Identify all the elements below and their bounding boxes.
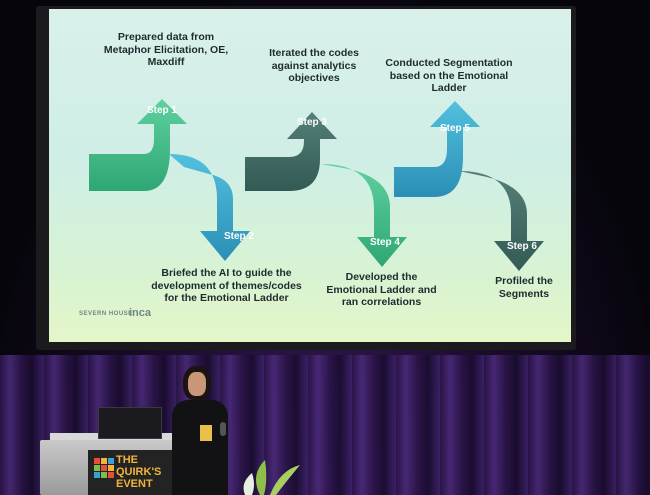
step5-caption-line: based on the Emotional (389, 69, 509, 82)
step1-caption: Prepared data from Metaphor Elicitation,… (91, 31, 241, 69)
step5-caption-line: Ladder (431, 82, 467, 94)
step5-arrow (394, 101, 480, 197)
step4-arrow (321, 164, 407, 267)
step2-caption: Briefed the AI to guide the development … (144, 267, 309, 305)
step1-caption-line: Metaphor Elicitation, OE, (103, 43, 229, 56)
microphone-icon (220, 422, 226, 436)
step1-label: Step 1 (146, 105, 177, 116)
step4-caption: Developed the Emotional Ladder and ran c… (319, 271, 444, 309)
plant-leaves (243, 460, 300, 495)
podium-sign-line: THE QUIRK'S (116, 454, 162, 478)
step1-caption-line: Maxdiff (147, 56, 185, 68)
step2-caption-line: development of themes/codes (151, 279, 302, 292)
speaker-face (188, 372, 206, 396)
step3-caption-line: Iterated the codes (269, 47, 359, 59)
step3-arrow (245, 112, 337, 191)
step6-caption-line: Segments (498, 287, 550, 300)
step6-caption: Profiled the Segments (479, 275, 569, 300)
step5-caption-line: Conducted Segmentation (385, 57, 513, 69)
step6-arrow (459, 171, 544, 271)
presentation-slide: Prepared data from Metaphor Elicitation,… (49, 9, 571, 342)
step3-caption: Iterated the codes against analytics obj… (254, 47, 374, 85)
step6-caption-line: Profiled the (495, 275, 553, 287)
quirks-logo-tiles (94, 458, 114, 478)
step6-label: Step 6 (506, 241, 537, 252)
step1-caption-line: Prepared data from (117, 31, 215, 43)
inca-logo: inca (129, 307, 152, 319)
step3-caption-line: objectives (288, 72, 340, 84)
speaker-body (172, 400, 228, 495)
laptop-monitor (98, 407, 162, 439)
step4-caption-line: ran correlations (341, 296, 422, 308)
process-arrows (89, 99, 544, 271)
step4-caption-line: Developed the (345, 271, 418, 283)
step5-caption: Conducted Segmentation based on the Emot… (374, 57, 524, 95)
step5-label: Step 5 (439, 123, 470, 134)
lanyard-badge (200, 425, 212, 441)
step4-label: Step 4 (369, 237, 400, 248)
podium-sign-line: EVENT (116, 478, 153, 490)
step2-label: Step 2 (223, 231, 254, 242)
step2-caption-line: Briefed the AI to guide the (161, 267, 292, 279)
step2-arrow (169, 154, 250, 261)
step3-caption-line: against analytics (271, 59, 357, 72)
severn-house-logo: SEVERN HOUSE (79, 311, 133, 317)
podium-sign-text: THE QUIRK'S EVENT (116, 454, 176, 490)
step2-caption-line: for the Emotional Ladder (164, 292, 289, 304)
step3-label: Step 3 (296, 117, 327, 128)
step1-arrow (89, 99, 187, 191)
step4-caption-line: Emotional Ladder and (326, 283, 437, 296)
